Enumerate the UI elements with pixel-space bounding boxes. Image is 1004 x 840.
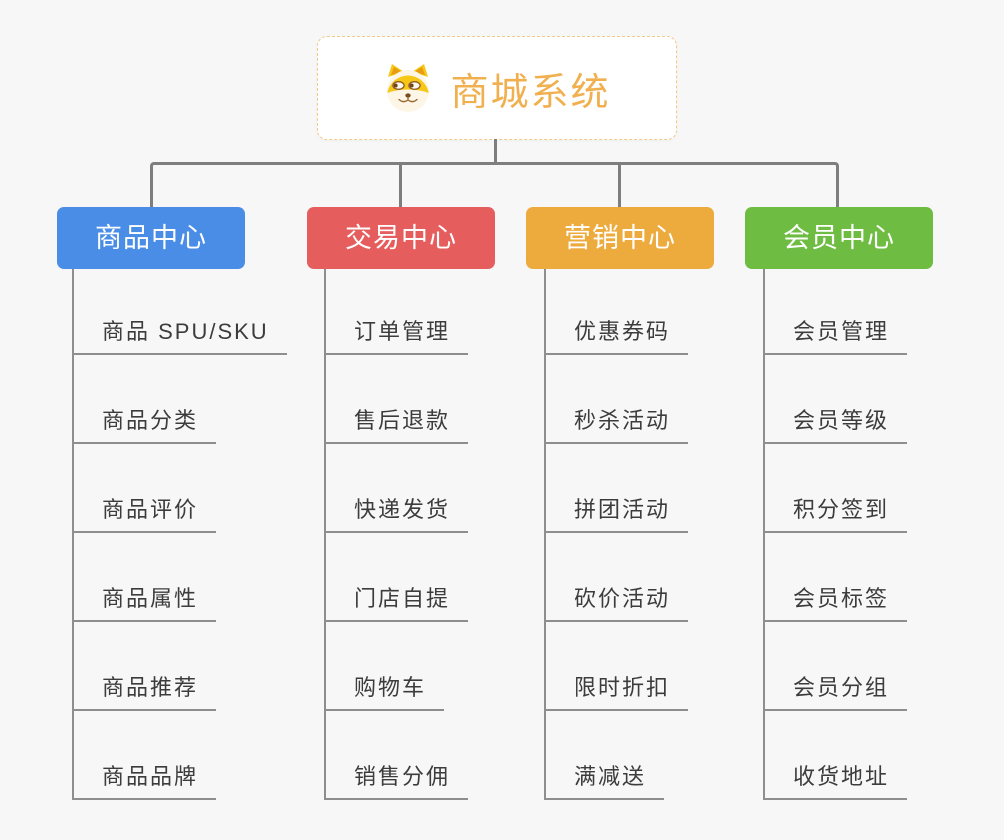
leaf-item: 快递发货 bbox=[324, 444, 469, 533]
topic-label[interactable]: 购物车 bbox=[324, 670, 445, 711]
branch-node-trade-center[interactable]: 交易中心 bbox=[307, 207, 495, 269]
leaf-item: 会员等级 bbox=[763, 355, 908, 444]
topic-label[interactable]: 售后退款 bbox=[324, 403, 469, 444]
branch-drop-line bbox=[618, 162, 621, 208]
topic-label[interactable]: 满减送 bbox=[544, 759, 665, 800]
column-member-center: 会员管理 会员等级 积分签到 会员标签 会员分组 收货地址 bbox=[763, 269, 908, 800]
topic-label[interactable]: 优惠券码 bbox=[544, 314, 689, 355]
leaf-item: 拼团活动 bbox=[544, 444, 689, 533]
branch-node-member-center[interactable]: 会员中心 bbox=[745, 207, 933, 269]
leaf-item: 门店自提 bbox=[324, 533, 469, 622]
column-product-center: 商品 SPU/SKU 商品分类 商品评价 商品属性 商品推荐 商品品牌 bbox=[72, 269, 287, 800]
root-node[interactable]: 商城系统 bbox=[317, 36, 677, 140]
branch-bracket-line bbox=[150, 162, 839, 211]
leaf-item: 商品 SPU/SKU bbox=[72, 269, 287, 355]
leaf-item: 会员分组 bbox=[763, 622, 908, 711]
branch-node-marketing-center[interactable]: 营销中心 bbox=[526, 207, 714, 269]
leaf-item: 售后退款 bbox=[324, 355, 469, 444]
root-stem-line bbox=[494, 139, 497, 165]
root-title: 商城系统 bbox=[450, 71, 611, 114]
topic-label[interactable]: 快递发货 bbox=[324, 492, 469, 533]
leaf-item: 满减送 bbox=[544, 711, 688, 800]
topic-label[interactable]: 门店自提 bbox=[324, 581, 469, 622]
topic-label[interactable]: 限时折扣 bbox=[544, 670, 689, 711]
column-trade-center: 订单管理 售后退款 快递发货 门店自提 购物车 销售分佣 bbox=[324, 269, 469, 800]
topic-label[interactable]: 拼团活动 bbox=[544, 492, 689, 533]
topic-label[interactable]: 会员管理 bbox=[763, 314, 908, 355]
branch-node-product-center[interactable]: 商品中心 bbox=[57, 207, 245, 269]
leaf-item: 砍价活动 bbox=[544, 533, 689, 622]
leaf-item: 秒杀活动 bbox=[544, 355, 689, 444]
topic-label[interactable]: 积分签到 bbox=[763, 492, 908, 533]
leaf-item: 购物车 bbox=[324, 622, 468, 711]
topic-label[interactable]: 商品分类 bbox=[72, 403, 217, 444]
column-marketing-center: 优惠券码 秒杀活动 拼团活动 砍价活动 限时折扣 满减送 bbox=[544, 269, 689, 800]
topic-label[interactable]: 商品品牌 bbox=[72, 759, 217, 800]
topic-label[interactable]: 订单管理 bbox=[324, 314, 469, 355]
leaf-item: 限时折扣 bbox=[544, 622, 689, 711]
dog-face-icon bbox=[383, 62, 433, 114]
topic-label[interactable]: 商品 SPU/SKU bbox=[72, 314, 287, 355]
leaf-item: 会员管理 bbox=[763, 269, 908, 355]
leaf-item: 商品分类 bbox=[72, 355, 287, 444]
topic-label[interactable]: 商品推荐 bbox=[72, 670, 217, 711]
topic-label[interactable]: 商品评价 bbox=[72, 492, 217, 533]
leaf-item: 优惠券码 bbox=[544, 269, 689, 355]
leaf-item: 商品推荐 bbox=[72, 622, 287, 711]
topic-label[interactable]: 商品属性 bbox=[72, 581, 217, 622]
leaf-item: 商品评价 bbox=[72, 444, 287, 533]
leaf-item: 商品属性 bbox=[72, 533, 287, 622]
leaf-item: 销售分佣 bbox=[324, 711, 469, 800]
leaf-item: 积分签到 bbox=[763, 444, 908, 533]
leaf-item: 订单管理 bbox=[324, 269, 469, 355]
topic-label[interactable]: 收货地址 bbox=[763, 759, 908, 800]
topic-label[interactable]: 会员等级 bbox=[763, 403, 908, 444]
leaf-item: 收货地址 bbox=[763, 711, 908, 800]
topic-label[interactable]: 砍价活动 bbox=[544, 581, 689, 622]
topic-label[interactable]: 销售分佣 bbox=[324, 759, 469, 800]
leaf-item: 会员标签 bbox=[763, 533, 908, 622]
topic-label[interactable]: 会员分组 bbox=[763, 670, 908, 711]
topic-label[interactable]: 会员标签 bbox=[763, 581, 908, 622]
leaf-item: 商品品牌 bbox=[72, 711, 287, 800]
branch-drop-line bbox=[399, 162, 402, 208]
topic-label[interactable]: 秒杀活动 bbox=[544, 403, 689, 444]
